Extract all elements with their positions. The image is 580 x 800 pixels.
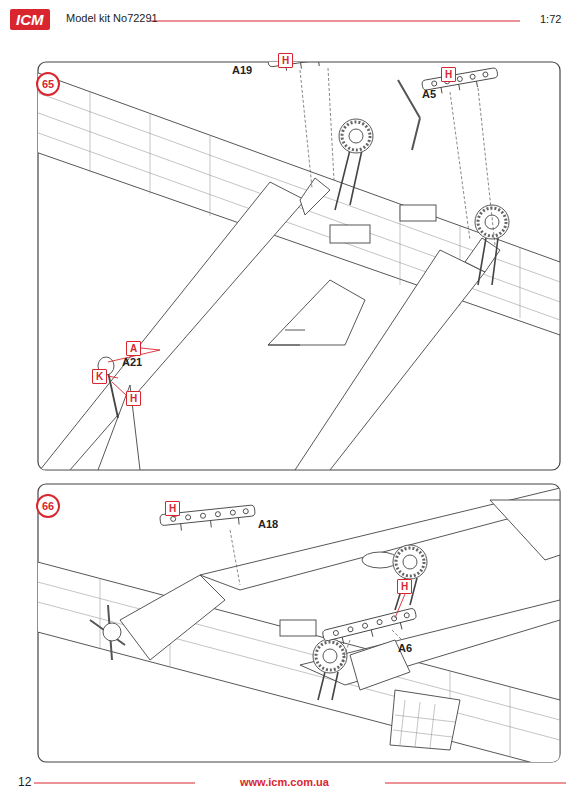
aircraft-view [38, 488, 560, 762]
node-text: H [445, 69, 452, 80]
propeller [398, 80, 420, 150]
node-text: A [130, 343, 137, 354]
node-text: K [96, 371, 103, 382]
scale-text: 1:72 [540, 13, 561, 25]
placement-line [300, 68, 495, 245]
engine-cowl [362, 552, 398, 568]
kit-number: Model kit No72291 [66, 12, 158, 24]
part-number: A19 [232, 64, 252, 76]
panel [400, 205, 436, 221]
main-wheel [393, 545, 427, 579]
node-text: H [169, 503, 176, 514]
panel [280, 620, 316, 636]
part-number: A5 [422, 88, 436, 100]
step-number: 65 [36, 72, 60, 96]
propeller [90, 605, 125, 660]
engine-nacelle [300, 178, 330, 215]
main-wheel [339, 119, 373, 153]
gear-leg [395, 578, 417, 610]
callout-letter: H [441, 67, 456, 82]
callout-letter: A [126, 341, 141, 356]
footer-rule [34, 782, 195, 783]
tailplane [98, 385, 140, 470]
node-text: H [401, 581, 408, 592]
node-text: 65 [42, 78, 54, 90]
callout-letter: K [92, 369, 107, 384]
main-wheel [475, 205, 509, 239]
cockpit [390, 690, 460, 750]
wing [38, 560, 560, 762]
tailplane [490, 500, 560, 560]
callout-letter: H [397, 579, 412, 594]
placement-line [230, 530, 402, 668]
node-text: H [130, 393, 137, 404]
fuselage-nose [268, 280, 365, 345]
leader-line [108, 58, 452, 618]
gear-leg [318, 672, 338, 700]
brand-logo: ICM [10, 9, 50, 30]
main-wheel [313, 639, 347, 673]
node-text: 66 [42, 500, 54, 512]
tail-boom [295, 250, 485, 470]
spinner [103, 623, 121, 641]
callout-letter: H [165, 501, 180, 516]
callout-letter: H [278, 53, 293, 68]
node-text: ICM [16, 11, 44, 28]
panel [330, 225, 370, 243]
tail-wheel-leg [108, 372, 118, 418]
callout-letter: H [126, 391, 141, 406]
tail-boom [40, 182, 305, 470]
aircraft-view [38, 62, 560, 470]
part-number: A21 [122, 356, 142, 368]
gear-leg [335, 150, 362, 210]
step-number: 66 [36, 494, 60, 518]
node-text: H [282, 55, 289, 66]
footer-rule [385, 782, 566, 783]
part-number: A18 [258, 518, 278, 530]
page-number: 12 [18, 775, 31, 789]
engine-nacelle [120, 575, 225, 660]
part-number: A6 [398, 642, 412, 654]
gear-leg [478, 238, 498, 285]
website-url: www.icm.com.ua [240, 776, 329, 788]
part-a19 [268, 62, 342, 73]
header-rule [150, 20, 520, 21]
tail-boom [200, 488, 560, 590]
tail-boom [300, 600, 560, 685]
